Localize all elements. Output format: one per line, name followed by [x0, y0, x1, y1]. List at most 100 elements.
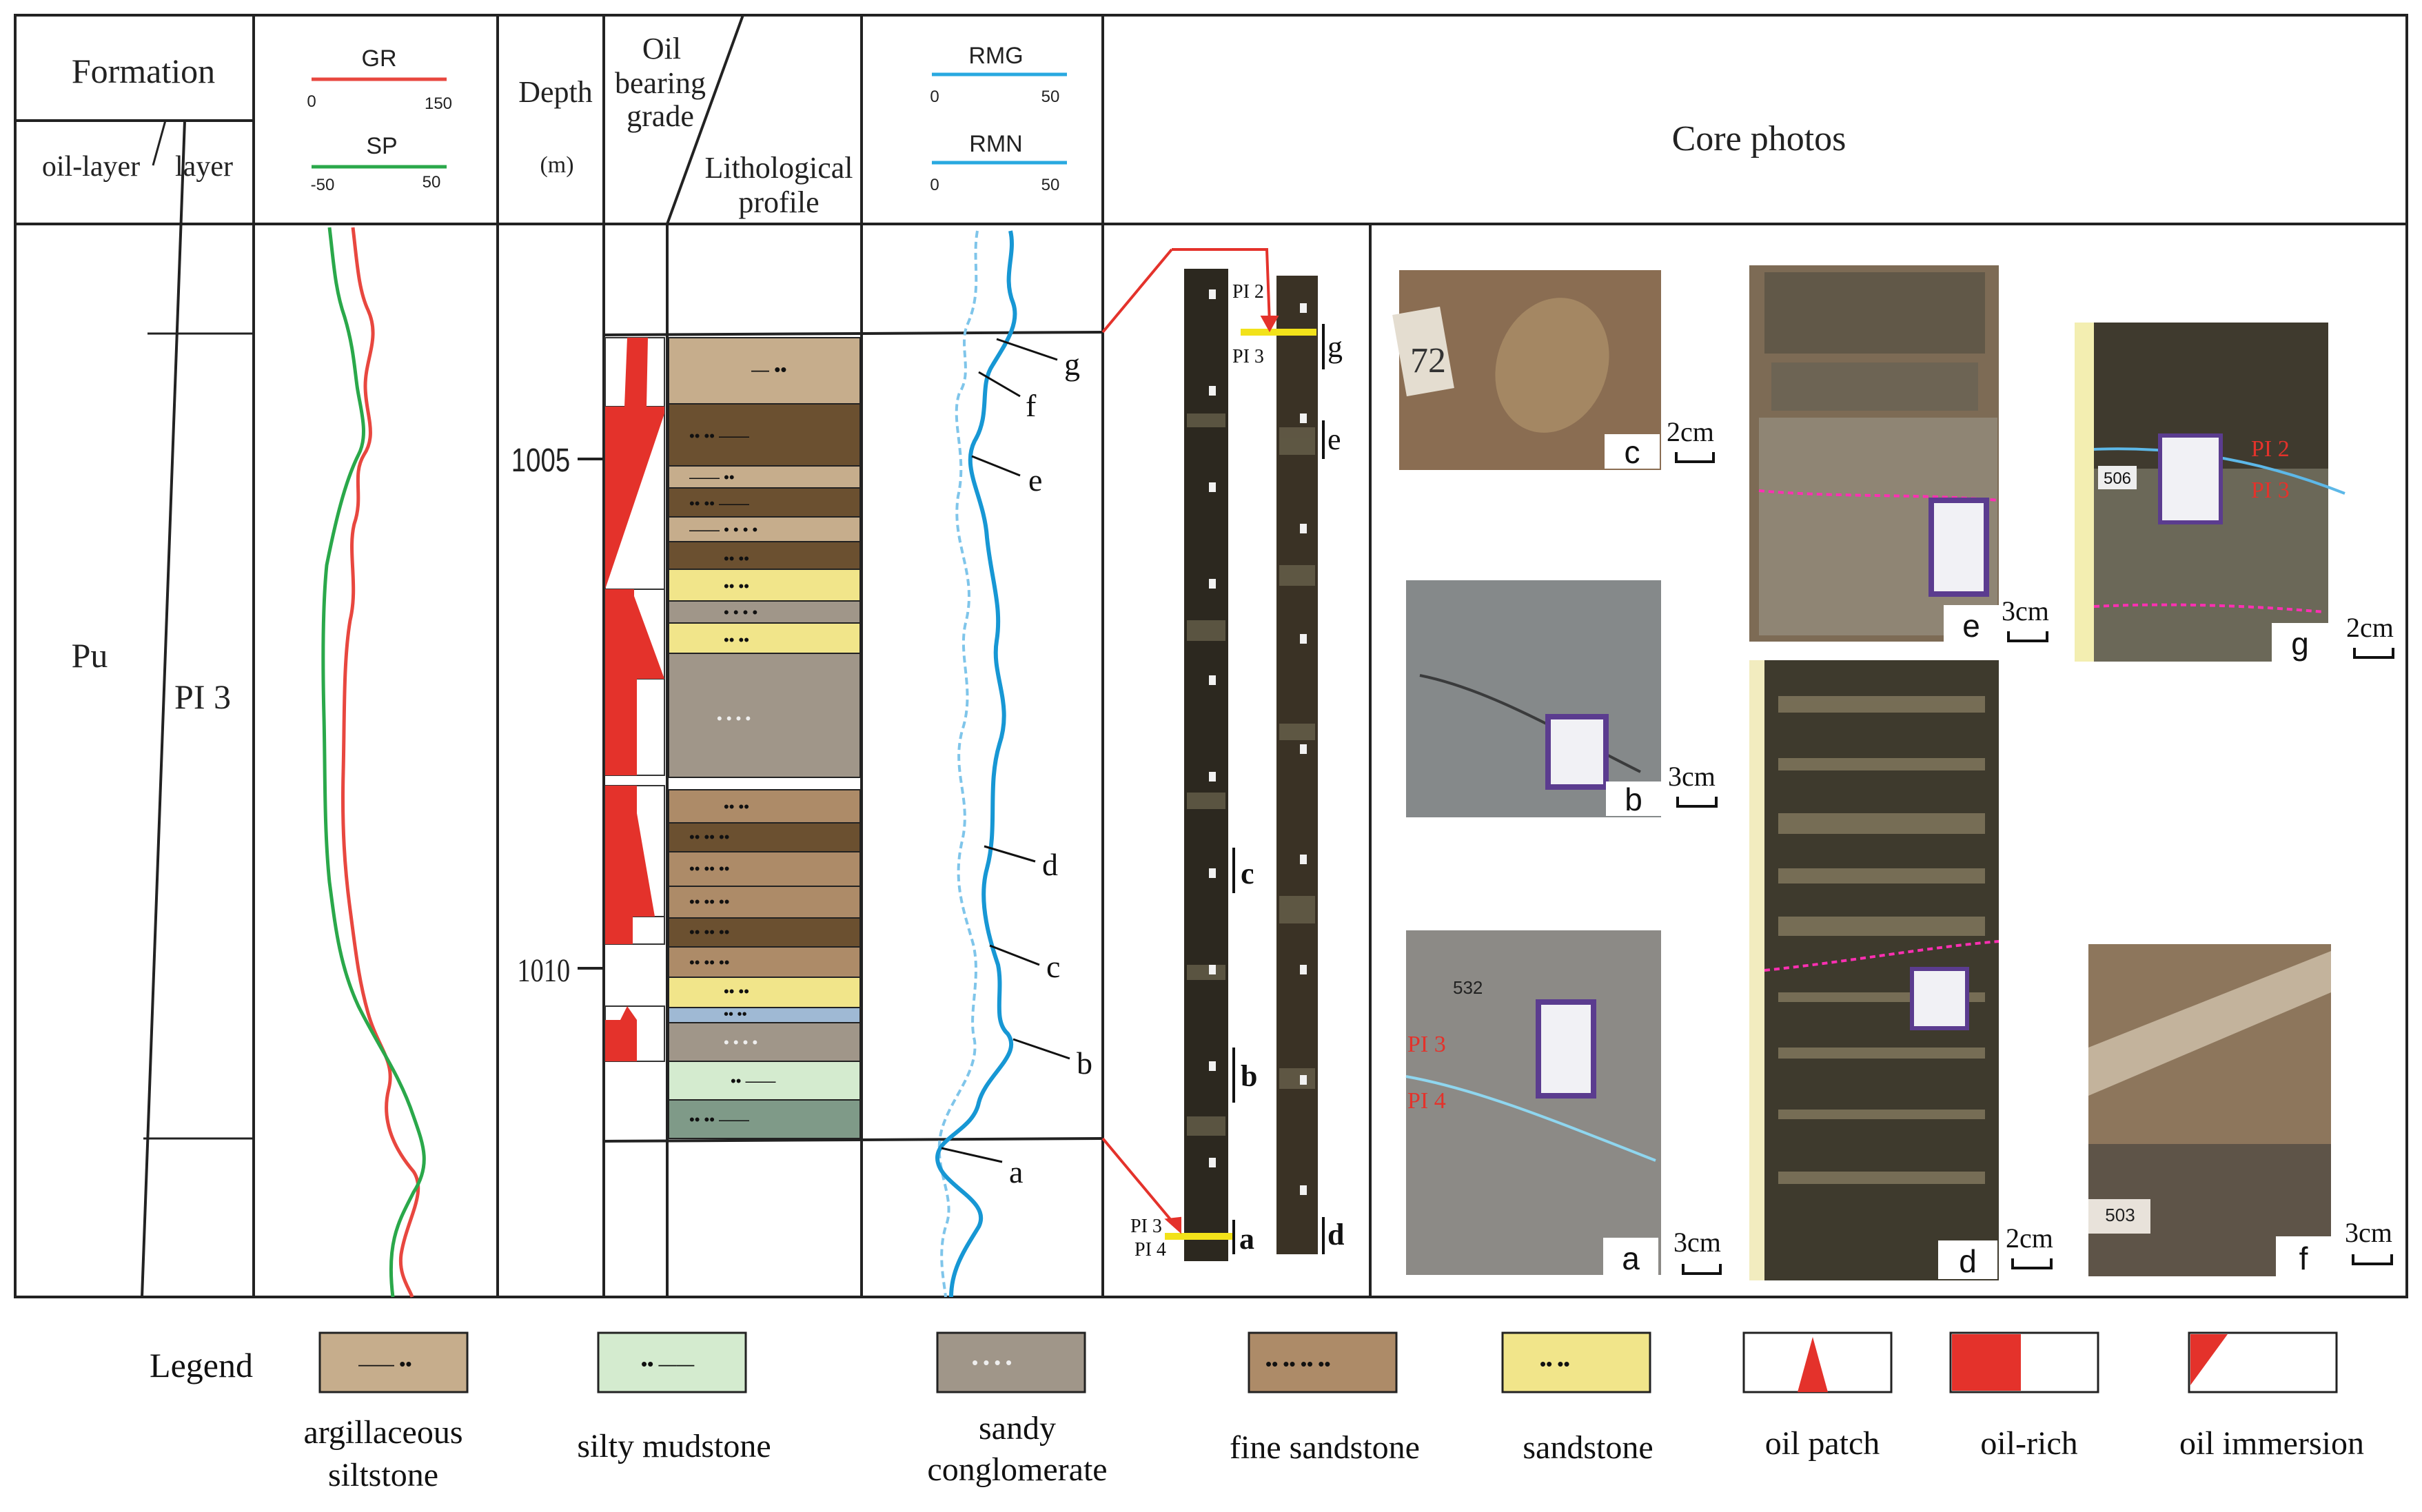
gr-scale-min: 0 — [307, 92, 316, 111]
photo-f-sticker: 503 — [2105, 1205, 2135, 1225]
gr-curve — [341, 227, 420, 1298]
litho-fine-sandstone — [668, 946, 861, 978]
photo-g-boundary-bottom: PI 3 — [2251, 478, 2290, 503]
header-oil-grade-3: grade — [627, 99, 694, 133]
oil-immersion-3 — [634, 596, 664, 679]
svg-text:•• •• •• ••: •• •• •• •• — [1265, 1353, 1331, 1374]
header-core-photos: Core photos — [1672, 119, 1846, 159]
photo-b-label: b — [1625, 781, 1642, 817]
svg-text:• • • •: • • • • — [724, 604, 757, 621]
legend-label-conglomerate: conglomerate — [927, 1451, 1107, 1488]
litho-fine-sandstone — [668, 541, 861, 570]
header-depth-unit: (m) — [540, 152, 573, 178]
legend-label-argillaceous: argillaceous — [303, 1414, 462, 1451]
scale-bars: 2cm 3cm 3cm 3cm 2cm 2cm 3cm — [1667, 416, 2394, 1275]
svg-text:•• •• ••: •• •• •• — [689, 923, 729, 941]
svg-text:•• ——: •• —— — [731, 1072, 776, 1090]
svg-text:•• •• ••: •• •• •• — [689, 828, 729, 846]
litho-fine-sandstone — [668, 403, 861, 467]
header-oil-grade-1: Oil — [642, 32, 681, 65]
core-strip-left — [1184, 269, 1228, 1261]
rmg-curve — [935, 230, 1017, 1298]
svg-text:•• •• ——: •• •• —— — [689, 495, 749, 512]
lithology-symbols: — •• •• •• —— —— •• •• •• —— —— • • • • … — [689, 359, 786, 1128]
rmg-scale-max: 50 — [1041, 88, 1060, 106]
photo-c-scale: 2cm — [1667, 416, 1714, 447]
litho-fine-sandstone — [668, 851, 861, 887]
oil-grade-column — [604, 337, 665, 1062]
legend-title: Legend — [150, 1346, 253, 1385]
photo-c-label: c — [1625, 434, 1640, 470]
oil-patch-2 — [605, 1006, 637, 1061]
core-mark-a: a — [1239, 1222, 1254, 1256]
header-rmg-label: RMG — [968, 43, 1023, 69]
gr-scale-max: 150 — [425, 94, 452, 113]
layer-name: PI 3 — [174, 677, 231, 716]
oil-immersion-5 — [605, 786, 637, 917]
rmg-scale-min: 0 — [930, 88, 939, 106]
svg-text:•• ••: •• •• — [1540, 1353, 1570, 1374]
litho-blue-band — [668, 1007, 861, 1023]
svg-text:•• •• ••: •• •• •• — [689, 893, 729, 910]
photo-f-label: f — [2299, 1240, 2308, 1276]
header-formation: Formation — [72, 52, 215, 90]
core-top-label-1: PI 2 — [1232, 281, 1264, 303]
core-mark-c: c — [1241, 857, 1254, 890]
photo-d-scale: 2cm — [2006, 1223, 2053, 1254]
svg-text:— ••: — •• — [751, 359, 786, 380]
sp-scale-max: 50 — [423, 173, 441, 192]
header-gr-label: GR — [362, 45, 397, 72]
svg-text:•• ••: •• •• — [724, 1007, 747, 1022]
depth-label-1010: 1010 — [517, 952, 570, 989]
mark-c: c — [1046, 949, 1060, 984]
legend-swatch-silty-mudstone — [597, 1331, 747, 1393]
photo-b: b — [1406, 580, 1661, 817]
depth-axis: 1005 1010 — [511, 442, 604, 989]
photo-a: 532 PI 3 PI 4 a — [1405, 930, 1661, 1276]
core-photos: 72 c b 532 PI 3 PI 4 a — [1392, 265, 2394, 1280]
header-sp-label: SP — [366, 133, 397, 159]
photo-a-sticker: 532 — [1453, 977, 1483, 998]
svg-text:—— ••: —— •• — [358, 1353, 411, 1374]
litho-sandy-conglomerate — [668, 600, 861, 624]
legend-swatch-fine-sandstone — [1248, 1331, 1398, 1393]
svg-text:•• ••: •• •• — [724, 798, 749, 815]
legend-label-sandy: sandy — [979, 1410, 1056, 1447]
litho-sandstone — [668, 569, 861, 602]
depth-label-1005: 1005 — [511, 442, 570, 479]
legend-label-oil-immersion: oil immersion — [2179, 1425, 2364, 1462]
core-bottom-label-2: PI 4 — [1134, 1239, 1166, 1260]
photo-g: 506 PI 2 PI 3 g — [2075, 323, 2345, 662]
core-mark-d: d — [1327, 1218, 1344, 1252]
photo-d: d — [1749, 660, 1999, 1280]
litho-fine-sandstone — [668, 886, 861, 919]
photo-e-scale: 3cm — [2002, 595, 2049, 626]
photo-a-scale: 3cm — [1673, 1227, 1721, 1258]
oil-rich-1 — [605, 917, 633, 944]
legend-label-oil-rich: oil-rich — [1980, 1425, 2077, 1462]
legend-label-sandstone: sandstone — [1523, 1429, 1653, 1466]
mark-b: b — [1077, 1045, 1092, 1081]
photo-e-label: e — [1962, 608, 1980, 644]
sp-scale-min: -50 — [311, 176, 335, 194]
legend-oil-rich-icon — [1952, 1334, 2021, 1391]
legend-swatch-argillaceous-siltstone — [318, 1331, 469, 1393]
litho-argillaceous-siltstone — [668, 337, 861, 405]
legend-label-silty-mudstone: silty mudstone — [577, 1428, 771, 1464]
rmn-scale-min: 0 — [930, 176, 939, 194]
core-mark-e: e — [1327, 422, 1341, 456]
litho-sandstone — [668, 622, 861, 654]
litho-sandstone — [668, 977, 861, 1008]
header-depth: Depth — [518, 75, 593, 109]
svg-text:•• ——: •• —— — [641, 1353, 694, 1374]
photo-g-scale: 2cm — [2346, 612, 2394, 643]
svg-text:• • • •: • • • • — [972, 1352, 1012, 1373]
core-strip-right — [1276, 276, 1318, 1254]
litho-fine-sandstone — [668, 789, 861, 824]
photo-b-scale: 3cm — [1668, 761, 1716, 792]
svg-text:—— • • • •: —— • • • • — [689, 521, 757, 538]
sp-curve — [321, 227, 426, 1298]
core-strips: PI 2 PI 3 PI 3 PI 4 c b a g e d — [1101, 248, 1344, 1261]
litho-sandy-conglomerate — [668, 653, 861, 778]
legend: Legend —— •• argillaceous siltstone •• —… — [150, 1331, 2364, 1493]
